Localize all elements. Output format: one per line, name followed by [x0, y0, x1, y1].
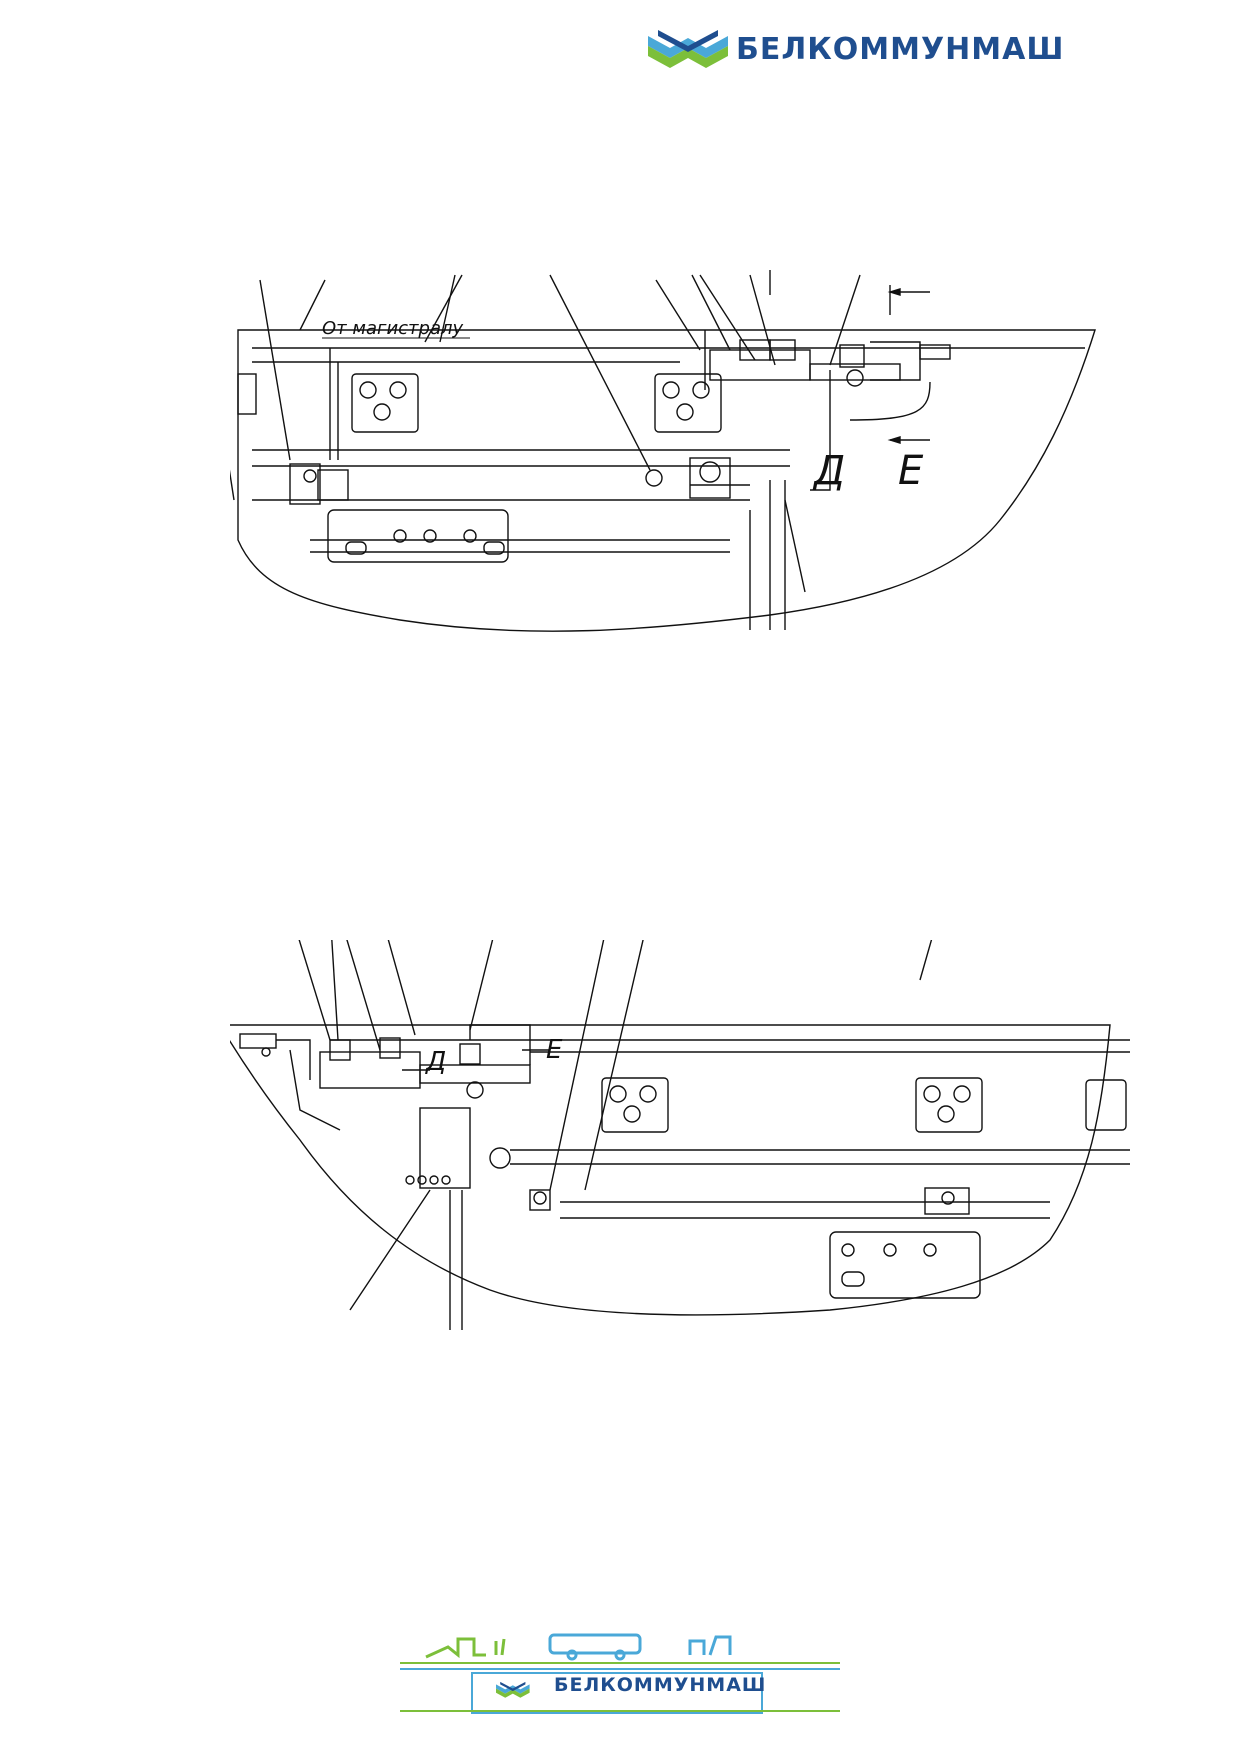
label-from-main: От магистралу	[322, 318, 463, 339]
view-letter-d: Д	[812, 448, 845, 494]
footer-logo: БЕЛКОММУНМАШ	[400, 1625, 840, 1725]
brand-mark-icon	[648, 30, 728, 68]
view-letter-d-2: Д	[425, 1047, 446, 1077]
view-letter-e-2: Е	[546, 1035, 563, 1065]
technical-drawing-bottom: Д Е	[218, 875, 1150, 1370]
technical-drawing-top: От магистралу Д Е	[199, 255, 1110, 710]
footer-brand-name: БЕЛКОММУНМАШ	[554, 1674, 767, 1696]
view-letter-e: Е	[898, 448, 924, 494]
city-skyline-icon	[400, 1633, 840, 1714]
brand-name: БЕЛКОММУНМАШ	[736, 32, 1065, 67]
header-logo: БЕЛКОММУНМАШ	[648, 28, 1068, 70]
